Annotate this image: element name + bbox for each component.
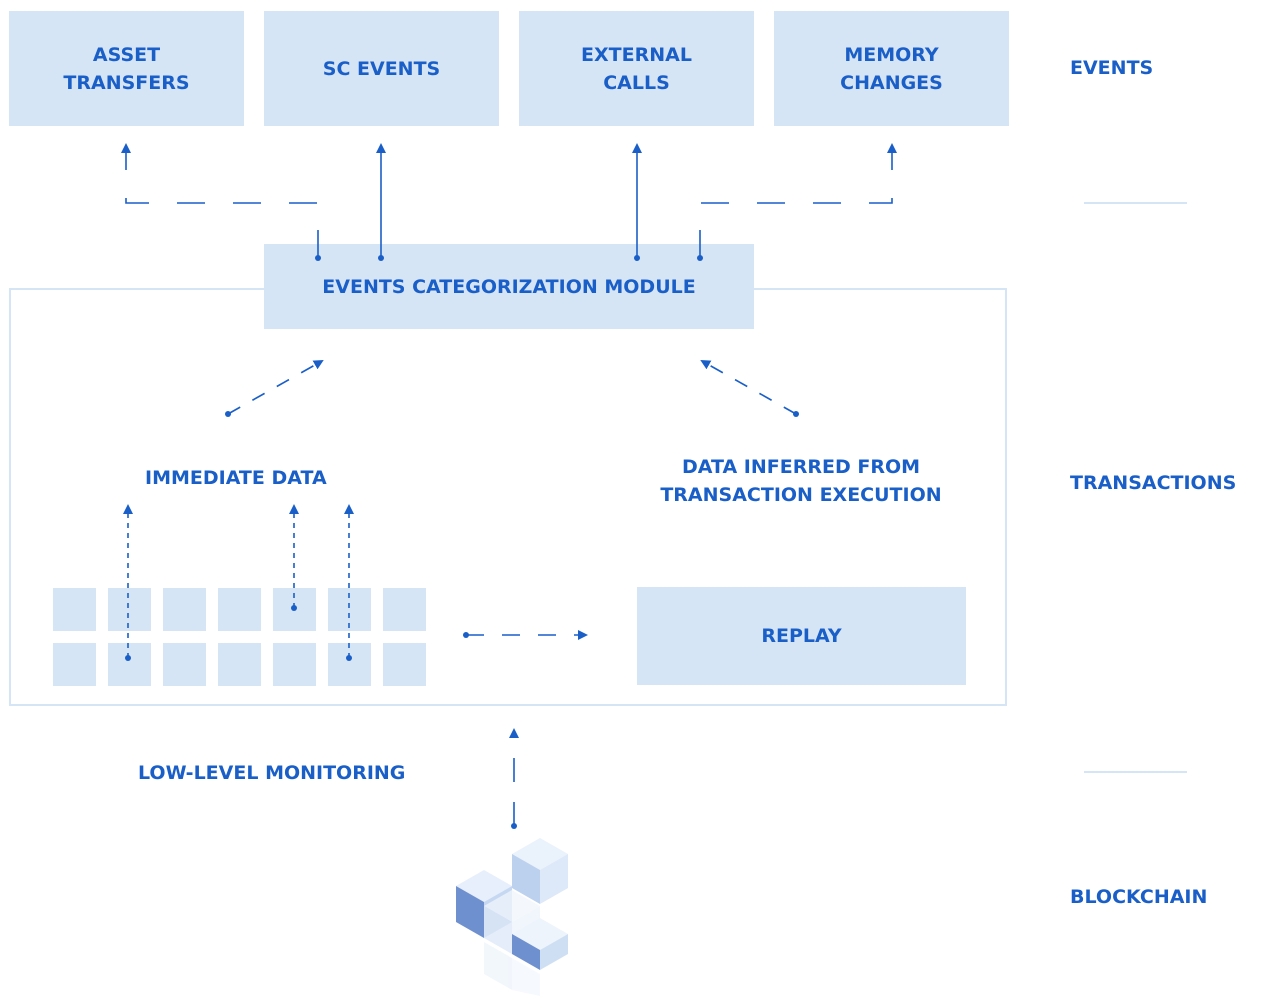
transaction-cell xyxy=(328,643,371,686)
connector-immediate-to-module xyxy=(227,360,324,415)
sc-events-box: SC EVENTS xyxy=(264,11,499,126)
connector-asset-transfers xyxy=(121,143,319,258)
transaction-cell xyxy=(53,588,96,631)
external-calls-box: EXTERNAL CALLS xyxy=(519,11,754,126)
transaction-cell xyxy=(108,588,151,631)
layer-separator xyxy=(1084,771,1187,773)
low-level-monitoring-label: LOW-LEVEL MONITORING xyxy=(138,762,406,784)
transaction-cell xyxy=(108,643,151,686)
replay-box: REPLAY xyxy=(637,587,966,685)
transaction-cell xyxy=(273,643,316,686)
memory-changes-box: MEMORY CHANGES xyxy=(774,11,1009,126)
transaction-cell xyxy=(383,643,426,686)
inferred-data-label: DATA INFERRED FROM TRANSACTION EXECUTION xyxy=(660,456,942,506)
transaction-cell xyxy=(218,643,261,686)
events-categorization-module: EVENTS CATEGORIZATION MODULE xyxy=(264,244,754,329)
transaction-cell xyxy=(383,588,426,631)
asset-transfers-box: ASSET TRANSFERS xyxy=(9,11,244,126)
transaction-cell xyxy=(218,588,261,631)
layer-separator xyxy=(1084,202,1187,204)
layer-label-events: EVENTS xyxy=(1070,57,1154,79)
transaction-cell xyxy=(53,643,96,686)
immediate-data-label: IMMEDIATE DATA xyxy=(145,467,327,489)
transaction-cell xyxy=(163,588,206,631)
layer-label-transactions: TRANSACTIONS xyxy=(1070,472,1237,494)
connector-inferred-to-module xyxy=(700,360,797,415)
transaction-cell xyxy=(163,643,206,686)
connector-memory-changes xyxy=(699,143,897,258)
layer-label-blockchain: BLOCKCHAIN xyxy=(1070,886,1208,908)
